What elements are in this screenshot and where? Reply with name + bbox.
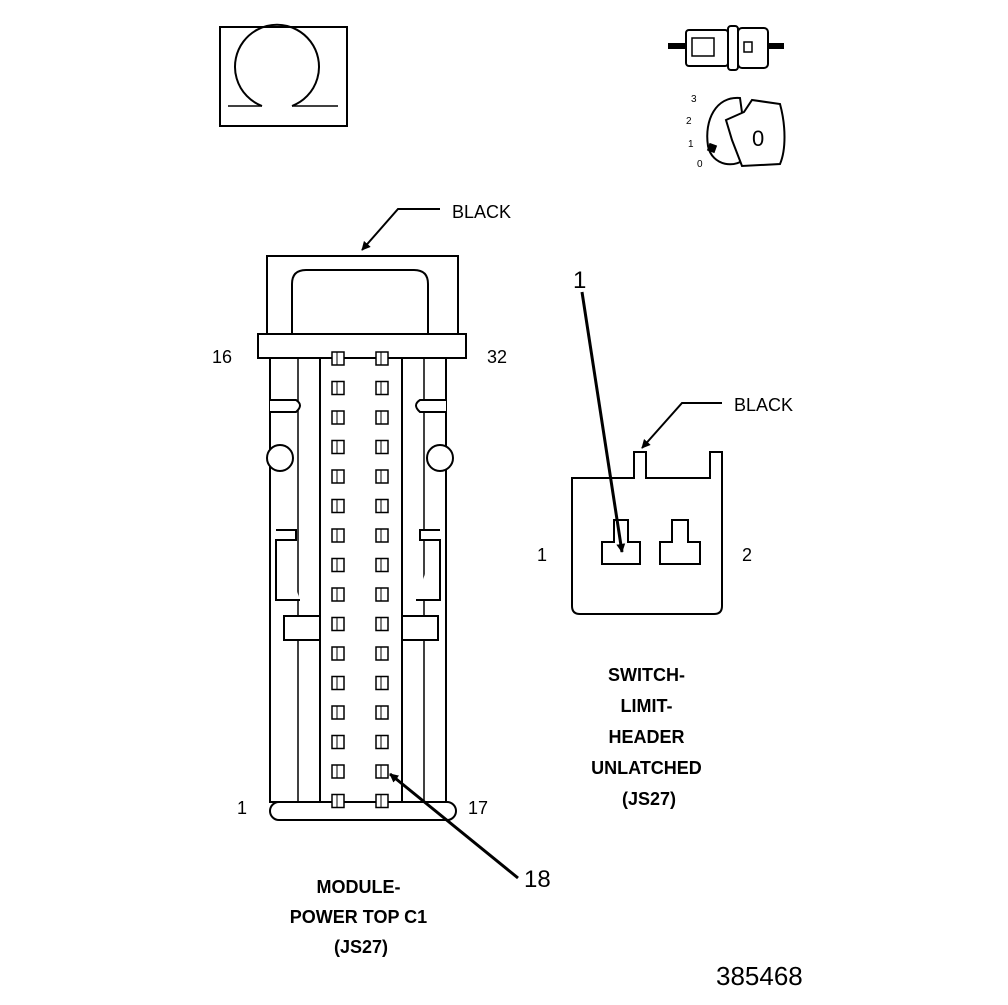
figure-number: 385468 — [716, 961, 803, 991]
pin-cavity — [375, 528, 389, 543]
pin-cavity — [331, 439, 345, 455]
pin-cavity — [375, 351, 389, 366]
pin-cavity — [331, 528, 345, 543]
pin-cavity — [375, 439, 389, 455]
switch-pin-1-label: 1 — [537, 545, 547, 565]
pin-cavity — [331, 587, 345, 602]
switch-callout-label: 1 — [573, 267, 586, 294]
ignition-pos-3: 3 — [691, 94, 697, 105]
switch-caption-line-2: LIMIT- — [620, 696, 672, 716]
switch-caption: SWITCH- LIMIT- HEADER UNLATCHED (JS27) — [591, 665, 707, 809]
pin-cavity — [375, 410, 389, 425]
pin-cavity — [375, 616, 389, 632]
pin-cavity — [375, 675, 389, 691]
pin-cavity — [375, 380, 389, 396]
pin-cavity — [375, 646, 389, 661]
pin-cavity — [331, 410, 345, 425]
module-connector — [257, 255, 467, 821]
pin-cavity — [375, 734, 389, 750]
pin-cavity — [331, 616, 345, 632]
pin-cavity — [331, 675, 345, 691]
omega-icon — [219, 23, 348, 127]
module-caption-line-3: (JS27) — [334, 937, 388, 957]
pin-cavity — [375, 498, 389, 514]
pin-cavity — [331, 351, 345, 366]
pin-cavity — [331, 498, 345, 514]
module-pin-32-label: 32 — [487, 347, 507, 367]
ignition-pos-2: 2 — [686, 116, 692, 127]
connector-icon — [668, 25, 784, 71]
pin-cavity — [331, 764, 345, 779]
ignition-key-text: 0 — [752, 126, 764, 151]
ignition-pos-0: 0 — [697, 159, 703, 170]
pin-cavity — [375, 705, 389, 720]
module-pin-16-label: 16 — [212, 347, 232, 367]
module-caption-line-2: POWER TOP C1 — [290, 907, 427, 927]
switch-connector — [571, 451, 723, 615]
module-caption: MODULE- POWER TOP C1 (JS27) — [290, 877, 432, 957]
module-pin-1-label: 1 — [237, 798, 247, 818]
pin-cavity — [331, 646, 345, 661]
pin-cavity — [375, 469, 389, 484]
ignition-key-icon: 0 3 2 1 0 — [686, 94, 786, 170]
switch-callout-arrow — [580, 291, 626, 553]
pin-cavity — [331, 705, 345, 720]
pin-cavity — [331, 469, 345, 484]
pin-cavity — [331, 557, 345, 573]
pin-cavity — [375, 793, 389, 809]
switch-caption-line-4: UNLATCHED — [591, 758, 702, 778]
switch-caption-line-5: (JS27) — [622, 789, 676, 809]
pin-cavity — [331, 793, 345, 809]
switch-caption-line-1: SWITCH- — [608, 665, 685, 685]
ignition-pos-1: 1 — [688, 139, 694, 150]
switch-caption-line-3: HEADER — [608, 727, 684, 747]
switch-color-leader — [641, 402, 722, 449]
module-color-leader — [361, 208, 440, 251]
module-pin-17-label: 17 — [468, 798, 488, 818]
module-color-label: BLACK — [452, 202, 511, 222]
pin-cavity — [375, 587, 389, 602]
module-callout-arrow — [389, 772, 519, 880]
switch-color-label: BLACK — [734, 395, 793, 415]
pin-cavity — [375, 764, 389, 779]
switch-terminal-2 — [659, 519, 701, 565]
pin-cavity — [375, 557, 389, 573]
switch-pin-2-label: 2 — [742, 545, 752, 565]
module-caption-line-1: MODULE- — [316, 877, 400, 897]
pin-cavity — [331, 734, 345, 750]
module-callout-label: 18 — [524, 866, 551, 893]
pin-cavity — [331, 380, 345, 396]
